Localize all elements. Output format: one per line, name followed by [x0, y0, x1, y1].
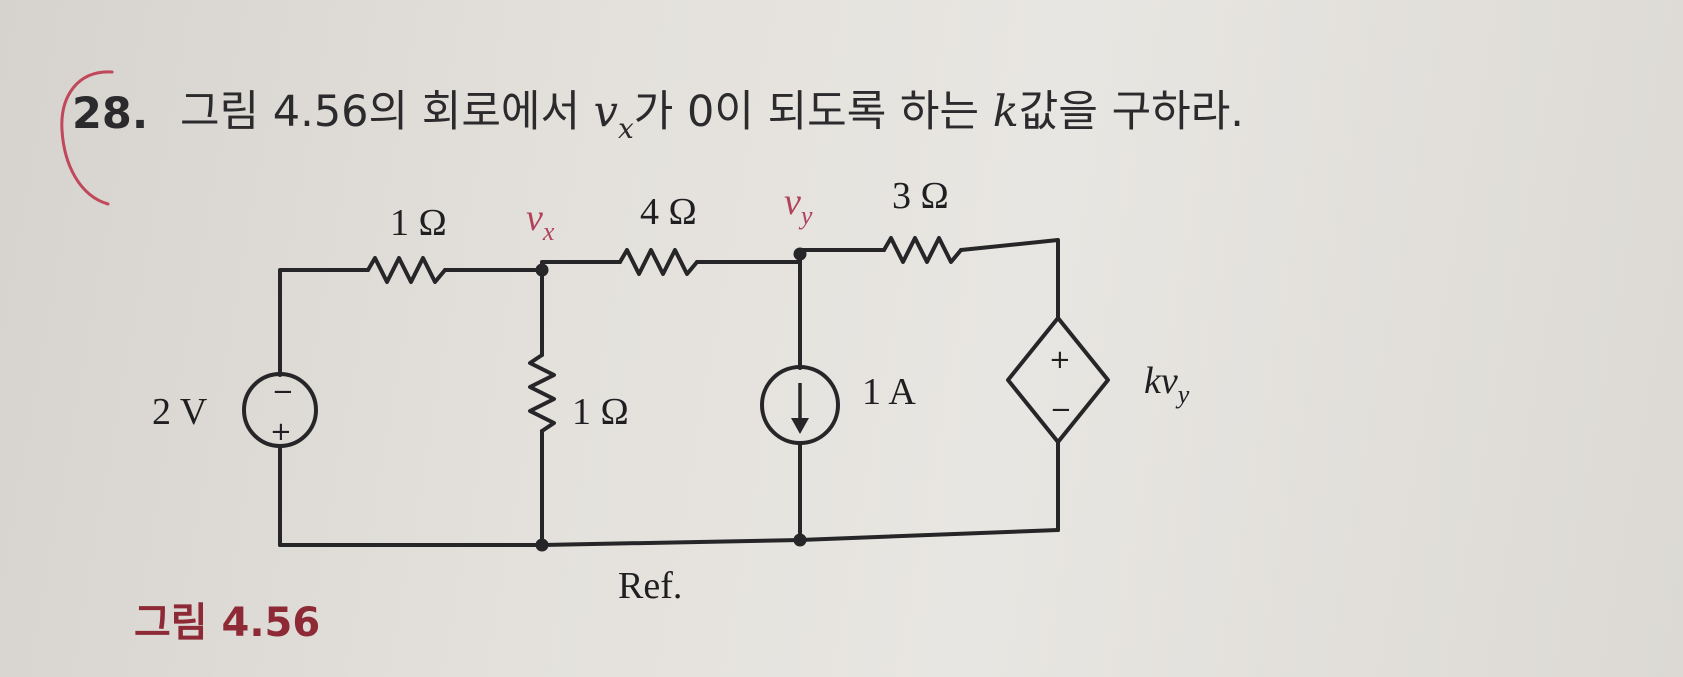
- wire-bottom-ref: [278, 528, 1060, 547]
- problem-var-k: k: [993, 87, 1019, 137]
- problem-text-suffix: 값을 구하라.: [1019, 87, 1244, 137]
- resistor-3ohm: [882, 236, 963, 264]
- wire-to-vy: [695, 248, 886, 264]
- node-ref-dot-2: [793, 533, 807, 547]
- label-resistor-4ohm: 4 Ω: [640, 191, 697, 233]
- label-resistor-1ohm-shunt: 1 Ω: [572, 391, 629, 433]
- dependent-source-minus: −: [1050, 395, 1072, 425]
- problem-var-vx: v: [594, 87, 618, 137]
- problem-text-prefix: 그림 4.56의 회로에서: [180, 87, 594, 137]
- problem-statement: 그림 4.56의 회로에서 vx가 0이 되도록 하는 k값을 구하라.: [180, 87, 1244, 145]
- hand-drawn-circle-mark: [60, 70, 114, 206]
- node-ref-dot-1: [535, 538, 549, 552]
- wire-left-top: [278, 268, 370, 377]
- resistor-1ohm-shunt: [528, 353, 556, 433]
- label-node-vx: vx: [526, 197, 555, 246]
- label-resistor-1ohm-top: 1 Ω: [390, 202, 447, 244]
- label-reference: Ref.: [618, 565, 682, 607]
- current-arrow-head: [791, 418, 809, 434]
- dependent-source-plus: +: [1049, 345, 1071, 375]
- circuit-diagram: [242, 236, 1110, 552]
- problem-number: 28.: [72, 89, 148, 139]
- wire-top-right: [959, 238, 1060, 320]
- label-node-vy: vy: [784, 181, 813, 230]
- figure-caption: 그림 4.56: [134, 600, 320, 646]
- voltage-source-plus: +: [270, 417, 292, 447]
- problem-text-mid: 가 0이 되도록 하는: [634, 87, 993, 137]
- label-dependent-source: kvy: [1144, 360, 1190, 409]
- node-vy-dot: [793, 247, 807, 261]
- resistor-4ohm: [618, 248, 699, 276]
- voltage-source-minus: −: [272, 377, 294, 407]
- label-current-source: 1 A: [862, 371, 916, 413]
- node-vx-dot: [535, 263, 549, 277]
- label-voltage-source: 2 V: [152, 391, 208, 433]
- wire-to-vx: [443, 260, 622, 272]
- resistor-1ohm-top: [366, 256, 447, 284]
- label-resistor-3ohm: 3 Ω: [892, 175, 949, 217]
- problem-var-vx-sub: x: [618, 112, 634, 145]
